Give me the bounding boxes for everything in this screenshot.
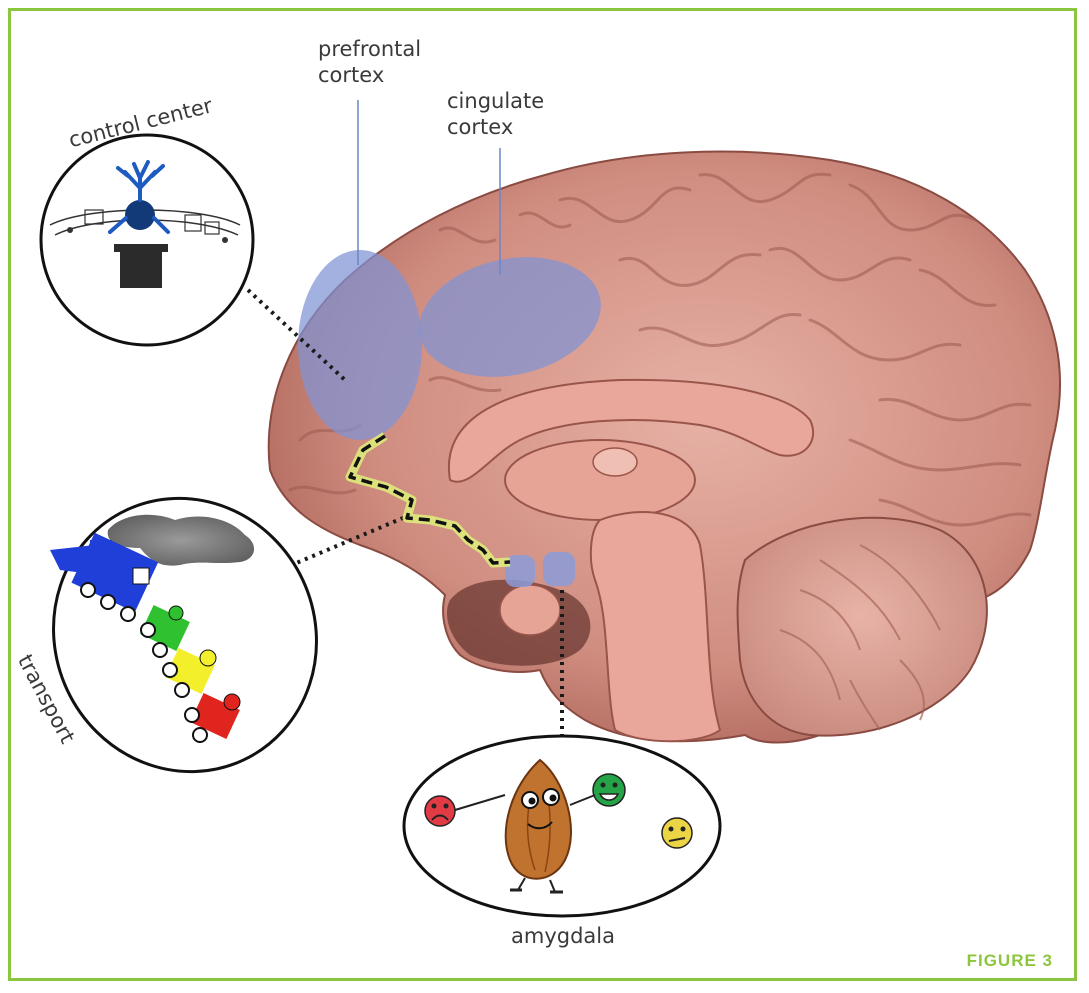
brain <box>269 152 1060 743</box>
amygdala-region-2 <box>543 552 575 586</box>
confused-face-icon <box>662 818 692 848</box>
prefrontal-label-line2: cortex <box>318 62 421 88</box>
figure-label: FIGURE 3 <box>967 951 1053 971</box>
control-center-bubble <box>41 135 253 345</box>
prefrontal-label: prefrontal cortex <box>318 36 421 88</box>
amygdala-label: amygdala <box>511 923 615 949</box>
prefrontal-label-line1: prefrontal <box>318 36 421 62</box>
cingulate-label: cingulate cortex <box>447 88 544 140</box>
prefrontal-region <box>298 250 422 440</box>
cingulate-label-line1: cingulate <box>447 88 544 114</box>
happy-face-icon <box>593 774 625 806</box>
cingulate-label-line2: cortex <box>447 114 544 140</box>
amygdala-bubble <box>404 736 720 916</box>
sad-face-icon <box>425 796 455 826</box>
